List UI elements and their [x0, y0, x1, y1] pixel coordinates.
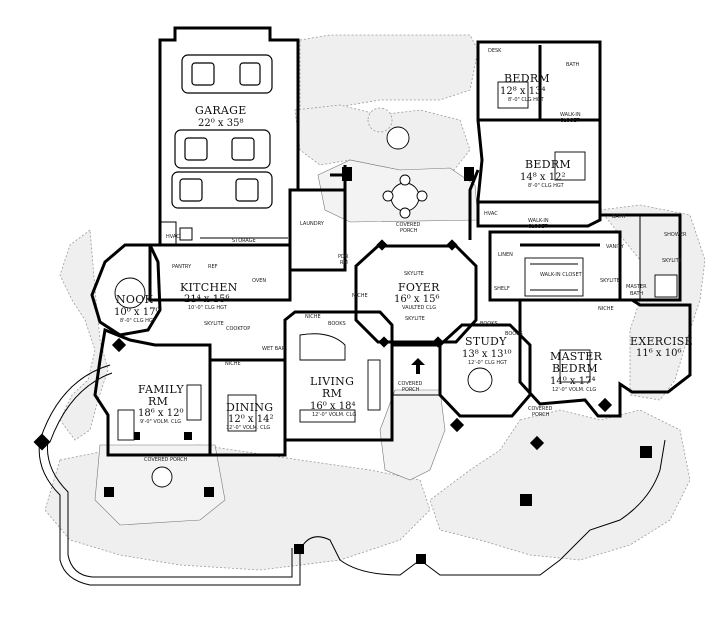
nook-size: 10⁰ x 17⁰ [114, 307, 159, 318]
family-note: 9'-0" VOLM. CLG [140, 419, 181, 425]
niche-2: NICHE [305, 314, 321, 320]
laundry-label: LAUNDRY [300, 221, 325, 227]
family-label-2: RM [148, 395, 168, 408]
master-note: 12'-0" VOLM. CLG [552, 387, 596, 393]
ref-label: REF [208, 264, 218, 270]
foyer-note: VAULTED CLG [402, 305, 436, 311]
study-label: STUDY [465, 335, 507, 348]
shelf-label: SHELF [494, 286, 510, 292]
family-size: 18⁶ x 12⁰ [138, 408, 183, 419]
storage-label: STORAGE [232, 238, 256, 244]
kitchen-note: 10'-0" CLG HGT [188, 305, 228, 311]
books-1: BOOKS [328, 321, 346, 327]
skylite-1: SKYLITE [404, 271, 424, 277]
bedrm2-note: 8'-0" CLG HGT [528, 183, 565, 189]
covered-porch-top: COVERED [396, 222, 421, 228]
columns [104, 167, 613, 497]
garage [158, 26, 300, 247]
covered-porch-entry-2: PORCH [402, 387, 420, 393]
exercise-size: 11⁶ x 10⁶ [636, 348, 681, 359]
house-walls [90, 40, 692, 457]
bedrm1-note: 8'-0" CLG HGT [508, 97, 545, 103]
living-note: 12'-0" VOLM. CLG [312, 412, 356, 418]
study-note: 12'-0" CLG HGT [468, 360, 508, 366]
covered-porch-top-2: PORCH [400, 228, 418, 234]
furniture [114, 81, 678, 488]
cooktop-label: COOKTOP [226, 326, 250, 332]
dining-size: 12⁰ x 14² [228, 414, 273, 425]
skylite-3: SKYLITE [204, 321, 224, 327]
master-size: 14⁰ x 17⁴ [550, 376, 595, 387]
oven-label: OVEN [252, 278, 266, 284]
wet-bar-label: WET BAR [262, 346, 286, 352]
covered-porch-entry: COVERED [398, 381, 423, 387]
master-label: MASTER [550, 350, 603, 363]
covered-porch-master: COVERED [528, 406, 553, 412]
bath2-label: BATH [612, 214, 626, 220]
entry-arrow-icon [411, 358, 425, 374]
books-3: BOOKS [505, 331, 523, 337]
vanity-label: VANITY [606, 244, 625, 250]
walkin-closet-b2-2: CLOSET [528, 224, 548, 230]
linen-label: LINEN [498, 252, 513, 258]
walkin-closet-small-2: CLOSET [560, 118, 580, 124]
shower-label: SHOWER [664, 232, 687, 238]
niche-4: NICHE [598, 306, 614, 312]
hvac-2: HVAC [484, 211, 498, 217]
dining-label: DINING [226, 401, 273, 414]
living-size: 16⁰ x 18⁴ [310, 401, 355, 412]
foyer-size: 16⁰ x 15⁶ [394, 294, 439, 305]
bedrm2-size: 14⁸ x 12² [520, 172, 565, 183]
master-bath-label-2: BATH [630, 291, 644, 297]
nook-label: NOOK [116, 293, 154, 306]
garage-size: 22⁰ x 35⁸ [198, 118, 243, 129]
bedrm1-size: 12⁸ x 13⁴ [500, 86, 545, 97]
covered-porch-family: COVERED PORCH [144, 457, 188, 463]
niche-3: NICHE [225, 361, 241, 367]
books-2: BOOKS [480, 321, 498, 327]
bedrm2-label: BEDRM [525, 158, 571, 171]
nook-note: 8'-0" CLG HGT [120, 318, 157, 324]
living-label: LIVING [310, 375, 354, 388]
master-bath-label: MASTER [626, 284, 647, 290]
bath1-label: BATH [566, 62, 580, 68]
family-label: FAMILY [138, 383, 184, 396]
kitchen-label: KITCHEN [180, 281, 238, 294]
niche-1: NICHE [352, 293, 368, 299]
master-label-2: BEDRM [552, 362, 598, 375]
walkin-closet-b2: WALK-IN [528, 218, 549, 224]
room-labels: GARAGE 22⁰ x 35⁸ BEDRM 12⁸ x 13⁴ 8'-0" C… [114, 72, 693, 431]
kitchen-size: 21⁴ x 15⁶ [184, 294, 229, 305]
garden-walls [33, 364, 666, 586]
foyer-label: FOYER [398, 281, 440, 294]
walkin-closet-label: WALK-IN CLOSET [540, 272, 583, 278]
walkin-closet-small: WALK-IN [560, 112, 581, 118]
skylite-2: SKYLITE [405, 316, 425, 322]
hvac-1: HVAC [166, 234, 180, 240]
pdr-label: PDR [338, 254, 349, 260]
desk-label: DESK [488, 48, 502, 54]
living-label-2: RM [322, 387, 342, 400]
bedrm1-label: BEDRM [504, 72, 550, 85]
covered-porch-master-2: PORCH [532, 412, 550, 418]
pantry-label: PANTRY [172, 264, 192, 270]
garage-label: GARAGE [195, 104, 247, 117]
skylite-5: SKYLITE [662, 258, 682, 264]
exercise-label: EXERCISE [630, 335, 693, 348]
annotations: LAUNDRY STORAGE PANTRY PDR RM COVERED PO… [144, 48, 687, 463]
dining-note: 12'-0" VOLM. CLG [226, 425, 270, 431]
pdr-label-2: RM [340, 260, 348, 266]
skylite-4: SKYLITE [600, 278, 620, 284]
study-size: 13⁸ x 13¹⁰ [462, 349, 511, 360]
